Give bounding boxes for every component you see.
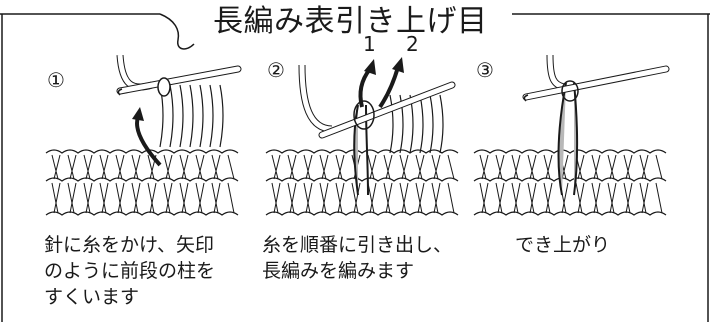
arrow-label-1: 1 [363,32,376,56]
upper-stitches [159,84,224,148]
loop-on-hook [157,77,171,97]
upper-stitches [389,94,444,154]
pull-arrow-2-icon [378,66,400,109]
crochet-hook-icon [522,65,670,102]
fabric-rows [45,147,239,223]
step-3-number: ③ [476,58,494,82]
page-title: 長編み表引き上げ目 [207,0,494,40]
step-2-illustration [265,57,459,216]
fabric-rows [473,149,667,216]
yarn-curl-decoration [159,13,195,50]
step-2-number: ② [267,58,285,82]
crochet-hook-icon [116,65,242,96]
step-1-number: ① [47,68,65,92]
step-1-illustration [45,55,242,223]
step-3-illustration [473,55,670,216]
step-2-caption: 糸を順番に引き出し、 長編みを編みます [262,234,453,282]
lifted-stitch [353,104,369,196]
step-1-caption: 針に糸をかけ、矢印 のように前段の柱を すくいます [44,234,216,308]
crochet-hook-icon [318,81,456,139]
step-3-caption: でき上がり [515,234,611,256]
fabric-rows [265,149,459,216]
arrow-label-2: 2 [406,32,419,56]
insertion-arrow-icon [135,116,162,167]
